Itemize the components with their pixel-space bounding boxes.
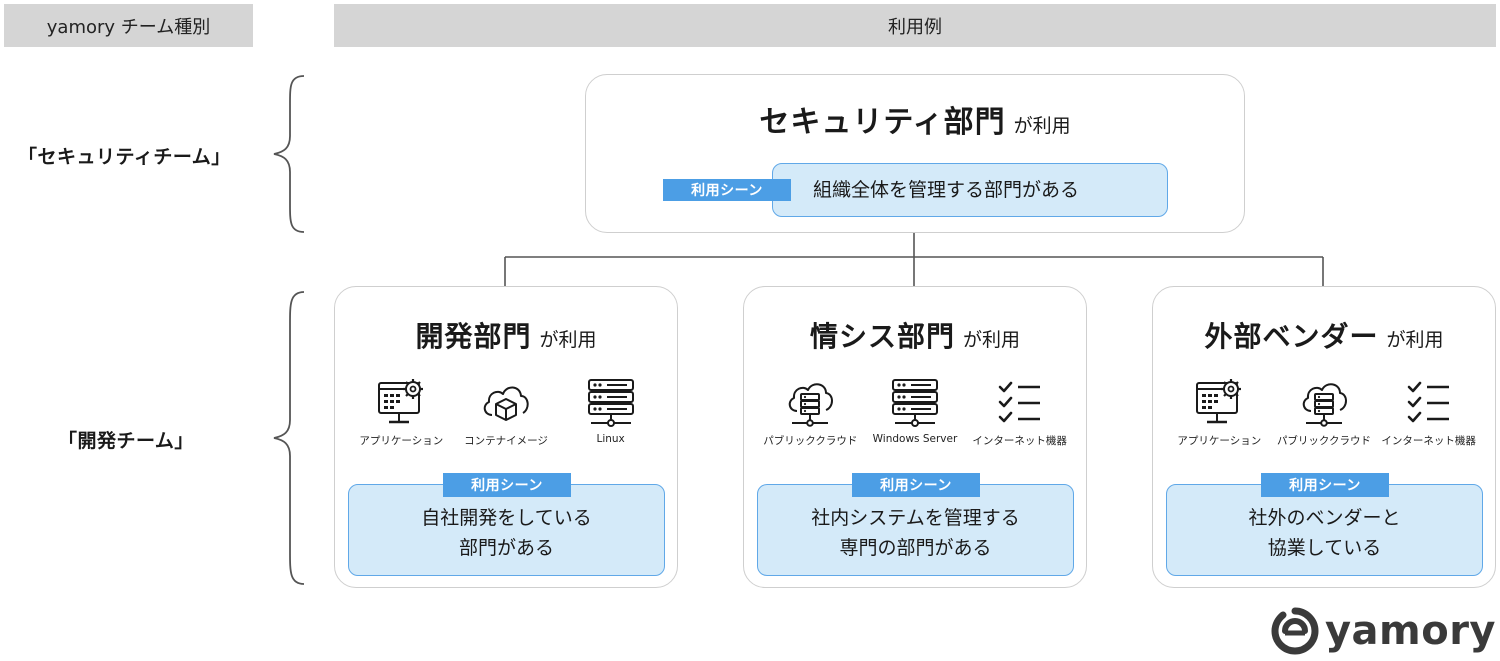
- header-team-type-label: yamory チーム種別: [46, 16, 211, 38]
- it-card-title-sub: が利用: [963, 329, 1021, 351]
- dev-icon-item-linux: Linux: [561, 377, 661, 448]
- dev-icon-item-application: アプリケーション: [351, 377, 451, 448]
- vendor-scene-line2: 協業している: [1267, 537, 1382, 559]
- vendor-card-title: 外部ベンダーが利用: [1153, 315, 1495, 355]
- checklist-icon: [1403, 377, 1455, 429]
- application-icon: [1193, 377, 1245, 429]
- icon-label: アプリケーション: [1177, 435, 1262, 447]
- it-department-card: 情シス部門が利用 パブリッククラウド Windows Server インターネッ…: [743, 286, 1087, 588]
- it-scene-line2: 専門の部門がある: [839, 537, 992, 559]
- header-usage-example-label: 利用例: [888, 16, 942, 38]
- yamory-logo: yamory: [1271, 607, 1496, 655]
- it-scene-tag: 利用シーン: [852, 473, 980, 497]
- header-team-type: yamory チーム種別: [4, 4, 253, 47]
- public-cloud-icon: [1298, 377, 1350, 429]
- security-scene-box: 組織全体を管理する部門がある: [772, 163, 1168, 217]
- it-card-title-main: 情シス部門: [809, 320, 955, 353]
- vendor-scene-box: 社外のベンダーと 協業している: [1166, 484, 1483, 576]
- vendor-card-title-main: 外部ベンダー: [1204, 320, 1379, 353]
- vendor-icon-item-network-devices: インターネット機器: [1379, 377, 1479, 448]
- yamory-logo-icon: [1271, 607, 1319, 655]
- dev-scene-tag: 利用シーン: [443, 473, 571, 497]
- header-usage-example: 利用例: [334, 4, 1496, 47]
- icon-label: アプリケーション: [359, 435, 444, 447]
- security-team-label: 「セキュリティチーム」: [18, 146, 231, 168]
- server-icon: [889, 377, 941, 429]
- icon-label: パブリッククラウド: [1276, 435, 1372, 447]
- dev-card-icons: アプリケーション コンテナイメージ Linux: [349, 377, 663, 448]
- icon-label: パブリッククラウド: [763, 435, 858, 447]
- dev-brace: [273, 291, 305, 585]
- security-scene-text: 組織全体を管理する部門がある: [813, 179, 1080, 201]
- it-icon-item-network-devices: インターネット機器: [970, 377, 1070, 448]
- icon-label: Linux: [596, 433, 625, 445]
- it-card-title: 情シス部門が利用: [744, 315, 1086, 355]
- server-icon: [585, 377, 637, 429]
- security-card-title: セキュリティ部門が利用: [586, 97, 1244, 141]
- vendor-card: 外部ベンダーが利用 アプリケーション パブリッククラウド インターネット機器 社…: [1152, 286, 1496, 588]
- vendor-card-title-sub: が利用: [1386, 329, 1444, 351]
- vendor-card-icons: アプリケーション パブリッククラウド インターネット機器: [1167, 377, 1481, 448]
- vendor-icon-item-cloud: パブリッククラウド: [1274, 377, 1374, 448]
- icon-label: コンテナイメージ: [464, 435, 548, 447]
- it-icon-item-windows-server: Windows Server: [865, 377, 965, 448]
- it-scene-line1: 社内システムを管理する: [811, 507, 1020, 529]
- vendor-scene-tag: 利用シーン: [1261, 473, 1389, 497]
- yamory-logo-text: yamory: [1324, 608, 1496, 654]
- icon-label: Windows Server: [872, 433, 958, 445]
- dev-card-title-main: 開発部門: [415, 320, 532, 353]
- security-card-title-sub: が利用: [1013, 115, 1071, 137]
- icon-label: インターネット機器: [972, 435, 1067, 447]
- icon-label: インターネット機器: [1381, 435, 1476, 447]
- dev-team-label: 「開発チーム」: [58, 430, 194, 452]
- dev-card-title-sub: が利用: [539, 329, 597, 351]
- security-department-card: セキュリティ部門が利用 組織全体を管理する部門がある 利用シーン: [585, 74, 1245, 233]
- vendor-scene-line1: 社外のベンダーと: [1248, 507, 1401, 529]
- public-cloud-icon: [784, 377, 836, 429]
- dev-card-title: 開発部門が利用: [335, 315, 677, 355]
- checklist-icon: [994, 377, 1046, 429]
- it-card-icons: パブリッククラウド Windows Server インターネット機器: [758, 377, 1072, 448]
- dev-scene-line2: 部門がある: [458, 537, 554, 559]
- dev-scene-line1: 自社開発をしている: [421, 507, 592, 529]
- security-brace: [273, 75, 305, 233]
- container-image-icon: [480, 377, 532, 429]
- dev-department-card: 開発部門が利用 アプリケーション コンテナイメージ Linux 自社開発をしてい…: [334, 286, 678, 588]
- application-icon: [375, 377, 427, 429]
- dev-scene-box: 自社開発をしている 部門がある: [348, 484, 665, 576]
- security-scene-tag: 利用シーン: [663, 179, 791, 201]
- dev-icon-item-container: コンテナイメージ: [456, 377, 556, 448]
- security-card-title-main: セキュリティ部門: [759, 105, 1006, 140]
- it-scene-box: 社内システムを管理する 専門の部門がある: [757, 484, 1074, 576]
- vendor-icon-item-application: アプリケーション: [1169, 377, 1269, 448]
- it-icon-item-cloud: パブリッククラウド: [760, 377, 860, 448]
